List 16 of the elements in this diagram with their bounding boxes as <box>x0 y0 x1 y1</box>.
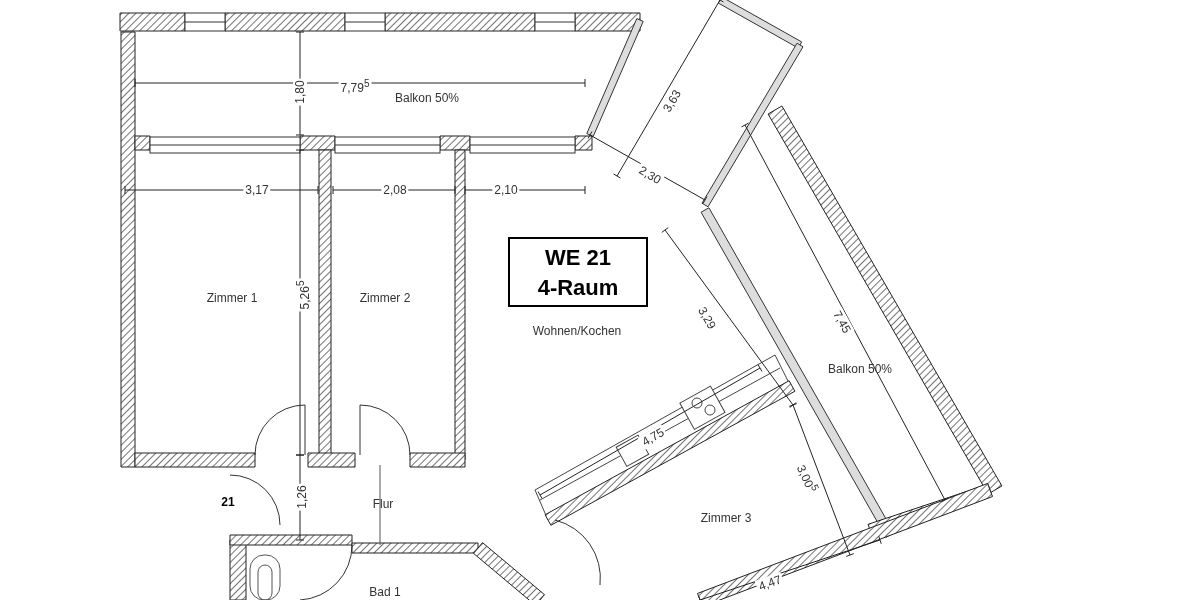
room-label: Zimmer 2 <box>358 291 412 305</box>
room-label: Balkon 50% <box>827 362 893 376</box>
room-label: Wohnen/Kochen <box>531 324 623 338</box>
room-label: Bad 1 <box>368 585 402 599</box>
room-label: Zimmer 3 <box>699 511 753 525</box>
dimension-label: 1,80 <box>293 78 307 106</box>
room-label: Zimmer 1 <box>205 291 259 305</box>
unit-number: 21 <box>220 495 236 509</box>
unit-label-box: WE 21 4-Raum <box>508 237 648 307</box>
room-label: Flur <box>371 497 395 511</box>
dimension-label: 7,79$^{5}$ <box>338 77 372 95</box>
dimension-label: 1,26 <box>295 483 309 511</box>
room-label: Balkon 50% <box>394 91 460 105</box>
dimension-label: 2,08 <box>381 183 409 197</box>
dimension-label: 2,10 <box>492 183 520 197</box>
dimension-label: 3,17 <box>243 183 271 197</box>
